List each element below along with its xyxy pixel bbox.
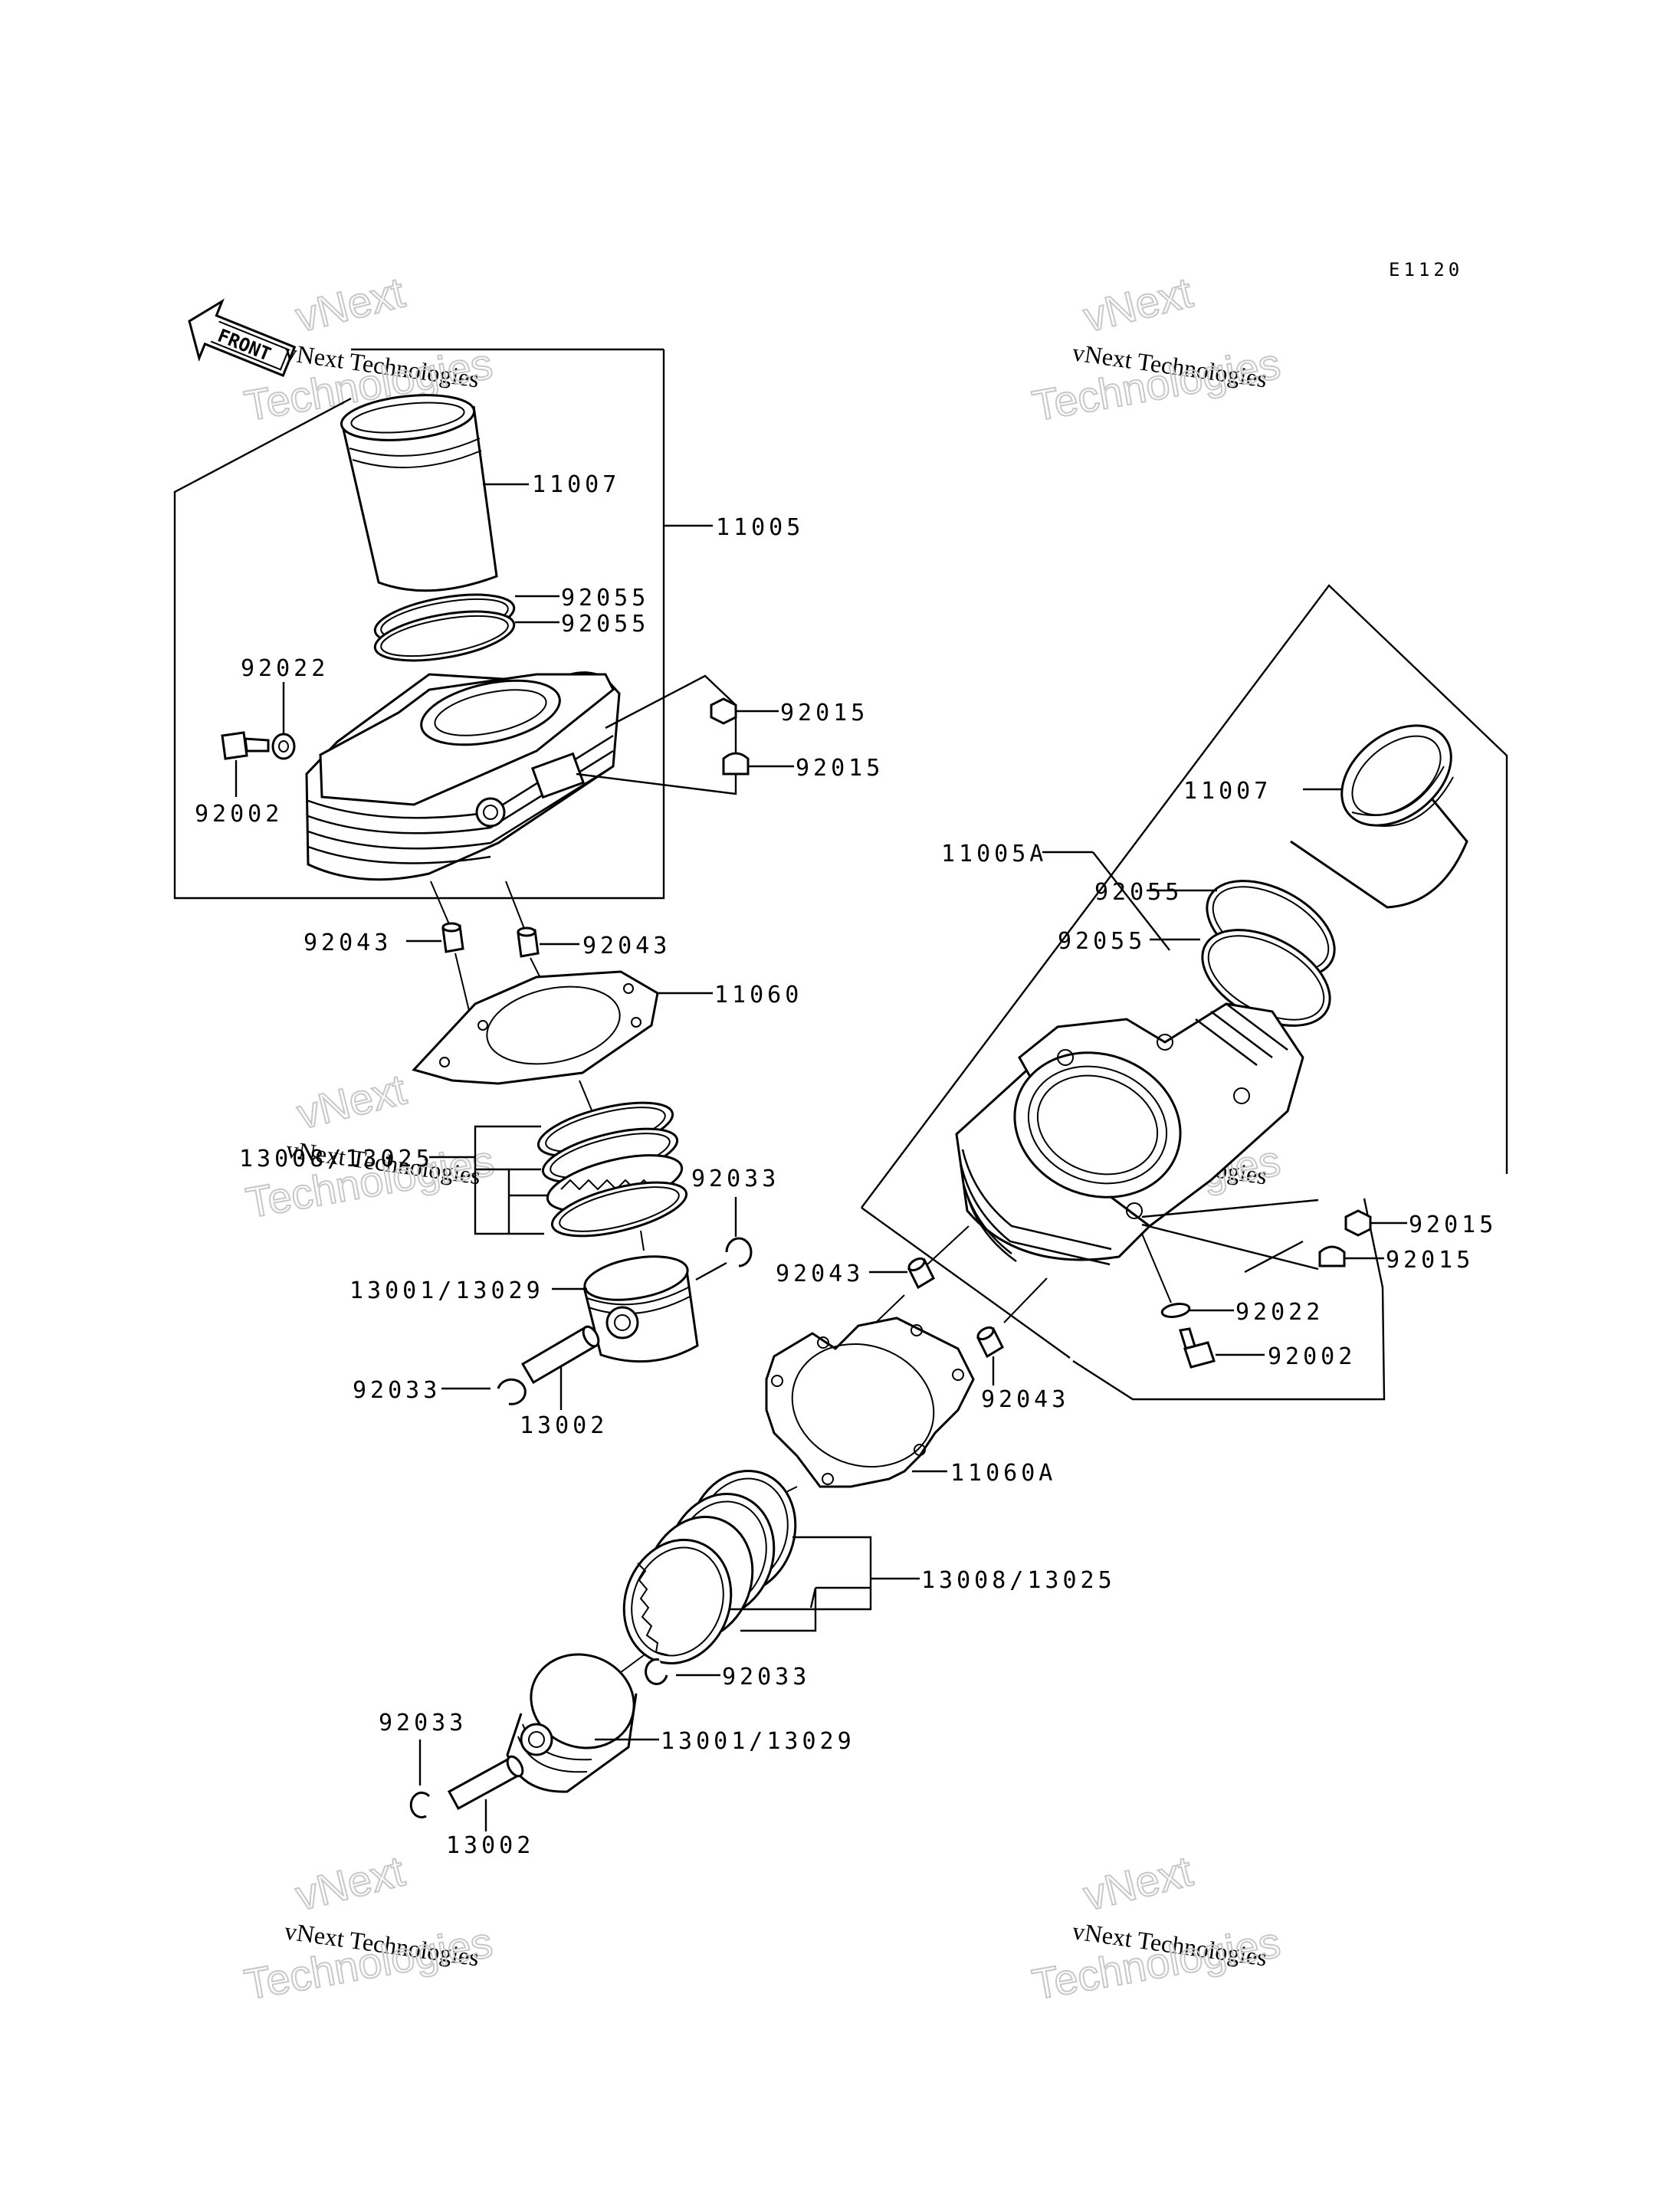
rear-washer-label: 92022 [1235, 1299, 1324, 1326]
front-liner-label: 11007 [532, 471, 620, 498]
diagram-code: E1120 [1389, 259, 1463, 280]
front-piston-label: 13001/13029 [349, 1277, 544, 1304]
front-nut-lower-label: 92015 [796, 755, 884, 782]
rear-bolt-label: 92002 [1268, 1343, 1356, 1370]
rear-ring-set-label: 13008/13025 [921, 1567, 1116, 1594]
front-cylinder-group: 11005 11007 92055 92055 [173, 348, 884, 1439]
rear-dowel-right [976, 1326, 1004, 1359]
rear-group-label: 11005A [941, 841, 1047, 867]
rear-circlip-right-label: 92033 [722, 1664, 810, 1690]
rear-group-outline [861, 584, 1508, 1401]
watermark-top-right: vNext vNext Technologies Technologies [1028, 267, 1285, 431]
rear-piston [506, 1653, 638, 1793]
rear-o-ring-lower-label: 92055 [1058, 928, 1146, 955]
rear-o-rings [1201, 880, 1336, 1027]
svg-text:vNext: vNext [291, 1846, 410, 1920]
front-nut-lower [722, 752, 750, 776]
svg-text:vNext: vNext [1079, 267, 1198, 341]
front-piston-pin-label: 13002 [520, 1412, 608, 1439]
front-piston-pin [520, 1325, 600, 1385]
front-circlip-left [497, 1378, 527, 1405]
front-group-outline [173, 349, 665, 900]
rear-cylinder-block [955, 1002, 1304, 1266]
front-o-ring-lower-label: 92055 [561, 611, 649, 638]
rear-circlip-left [409, 1791, 431, 1818]
svg-text:vNext: vNext [1079, 1846, 1198, 1920]
rear-liner [1290, 724, 1468, 909]
rear-piston-pin [447, 1755, 524, 1811]
front-cylinder-block [305, 671, 621, 881]
front-dowel-right [517, 926, 540, 958]
rear-circlip-right [645, 1658, 668, 1685]
front-dowel-left [441, 922, 464, 953]
front-base-gasket-label: 11060 [714, 982, 802, 1008]
svg-text:vNext: vNext [293, 1064, 412, 1138]
rear-liner-label: 11007 [1183, 778, 1271, 805]
rear-base-gasket-label: 11060A [950, 1460, 1056, 1487]
front-bolt-label: 92002 [195, 801, 283, 828]
front-liner [340, 394, 498, 592]
front-o-ring-upper-label: 92055 [561, 585, 649, 612]
rear-washer [1160, 1303, 1191, 1318]
rear-nut-upper [1344, 1209, 1372, 1237]
front-circlip-right [725, 1237, 753, 1267]
rear-piston-pin-label: 13002 [446, 1832, 534, 1859]
rear-bolt [1179, 1327, 1216, 1369]
watermark-bottom-right: vNext vNext Technologies Technologies [1028, 1845, 1285, 2009]
front-dowel-left-label: 92043 [304, 930, 392, 956]
front-bolt [221, 731, 270, 760]
front-o-rings [373, 593, 516, 662]
rear-dowel-left-label: 92043 [776, 1261, 864, 1287]
rear-piston-label: 13001/13029 [661, 1728, 855, 1755]
rear-nut-lower [1318, 1245, 1346, 1267]
front-base-gasket [412, 970, 659, 1085]
rear-base-gasket [765, 1317, 975, 1488]
front-ring-set-label: 13008/13025 [239, 1146, 434, 1172]
watermark-bottom-left: vNext vNext Technologies Technologies [240, 1845, 497, 2009]
rear-dowel-right-label: 92043 [981, 1386, 1069, 1413]
front-washer-label: 92022 [241, 655, 329, 682]
front-piston [582, 1255, 699, 1363]
front-group-label: 11005 [716, 514, 804, 541]
rear-nut-lower-label: 92015 [1386, 1247, 1474, 1274]
front-washer [271, 733, 296, 760]
front-nut-upper-label: 92015 [780, 700, 868, 726]
front-circlip-right-label: 92033 [691, 1166, 779, 1192]
rear-nut-upper-label: 92015 [1409, 1212, 1497, 1238]
rear-ring-set [622, 1470, 797, 1664]
front-ring-set [536, 1101, 688, 1238]
front-circlip-left-label: 92033 [353, 1377, 441, 1404]
rear-cylinder-group: 11005A 11007 92055 92055 [379, 584, 1508, 1859]
front-dowel-right-label: 92043 [582, 933, 671, 959]
svg-text:vNext: vNext [291, 267, 410, 341]
rear-dowel-left [907, 1257, 935, 1290]
rear-circlip-left-label: 92033 [379, 1710, 467, 1736]
front-nut-upper [710, 697, 737, 725]
rear-o-ring-upper-label: 92055 [1094, 879, 1183, 906]
